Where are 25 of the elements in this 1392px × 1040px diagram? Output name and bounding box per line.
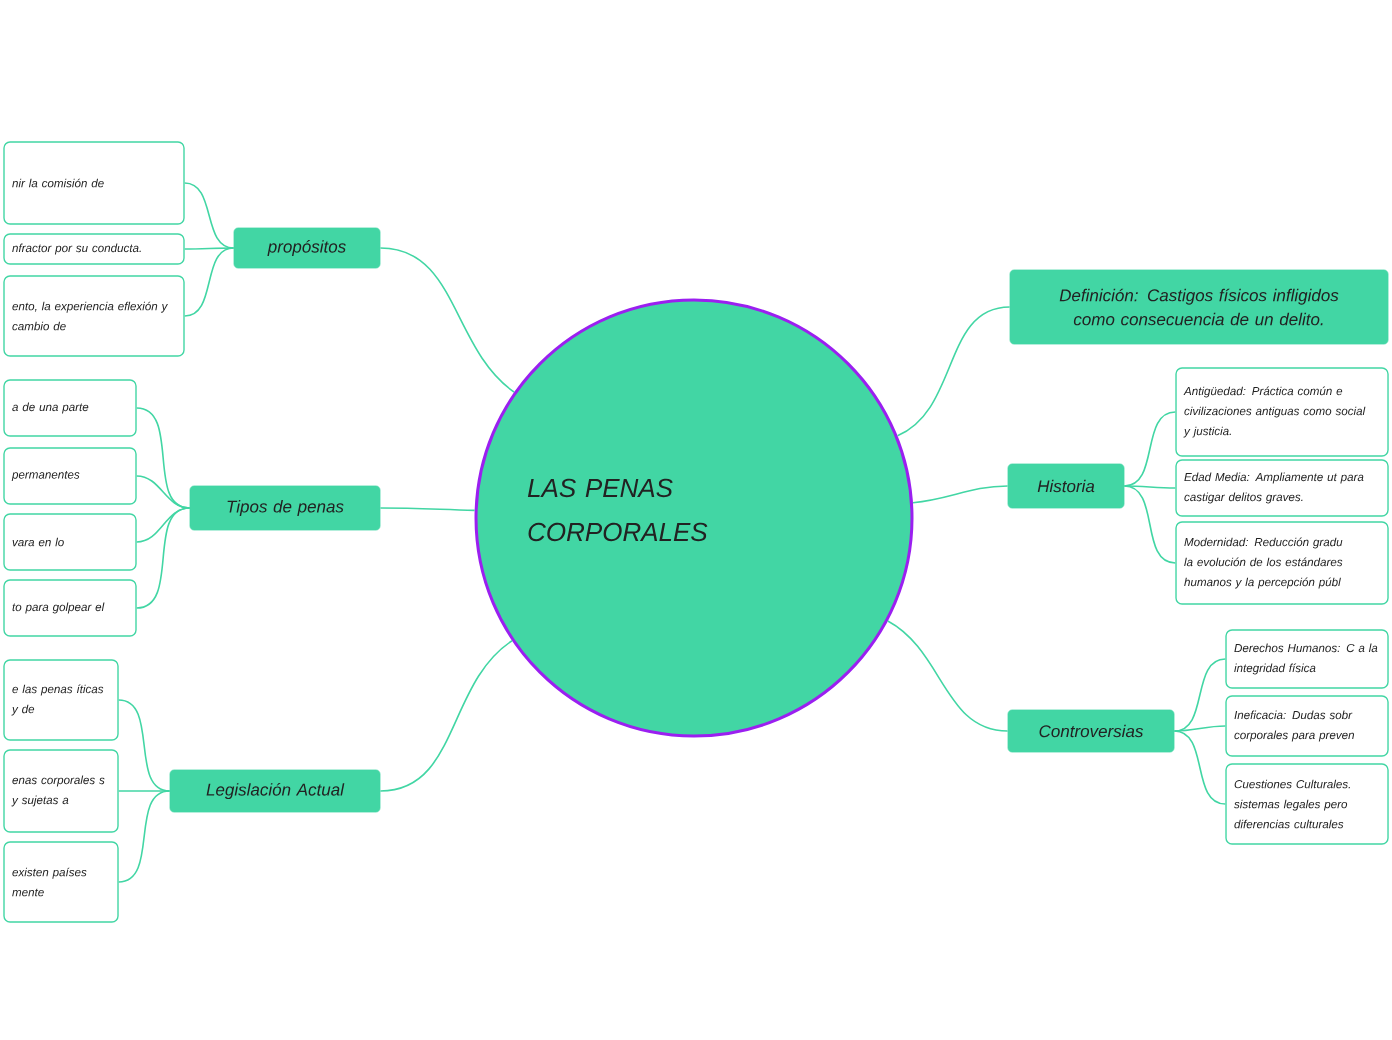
central-topic-circle (474, 298, 914, 738)
connector (912, 485, 1009, 504)
connector (1123, 485, 1177, 564)
connector (183, 247, 235, 250)
connector (1173, 730, 1227, 805)
topic-box: Definición: Castigos físicos infligidos como consecuencia de un delito. (1009, 269, 1389, 345)
connector (135, 507, 191, 609)
topic-box: Controversias (1007, 709, 1175, 753)
connector (183, 182, 235, 249)
connector (896, 306, 1011, 437)
topic-box: propósitos (233, 227, 381, 269)
topic-title: LAS PENAS CORPORALES (527, 478, 708, 542)
connector (117, 790, 171, 883)
connector (887, 620, 1009, 732)
connector (117, 790, 171, 792)
topic-box: Legislación Actual (169, 769, 381, 813)
connector (379, 639, 513, 792)
connector (1123, 485, 1177, 489)
topic-box: Historia (1007, 463, 1125, 509)
connector (135, 475, 191, 509)
connector (1173, 725, 1227, 732)
connector (379, 507, 476, 512)
connector (183, 247, 235, 317)
connector (379, 247, 515, 393)
topic-box: Tipos de penas (189, 485, 381, 531)
